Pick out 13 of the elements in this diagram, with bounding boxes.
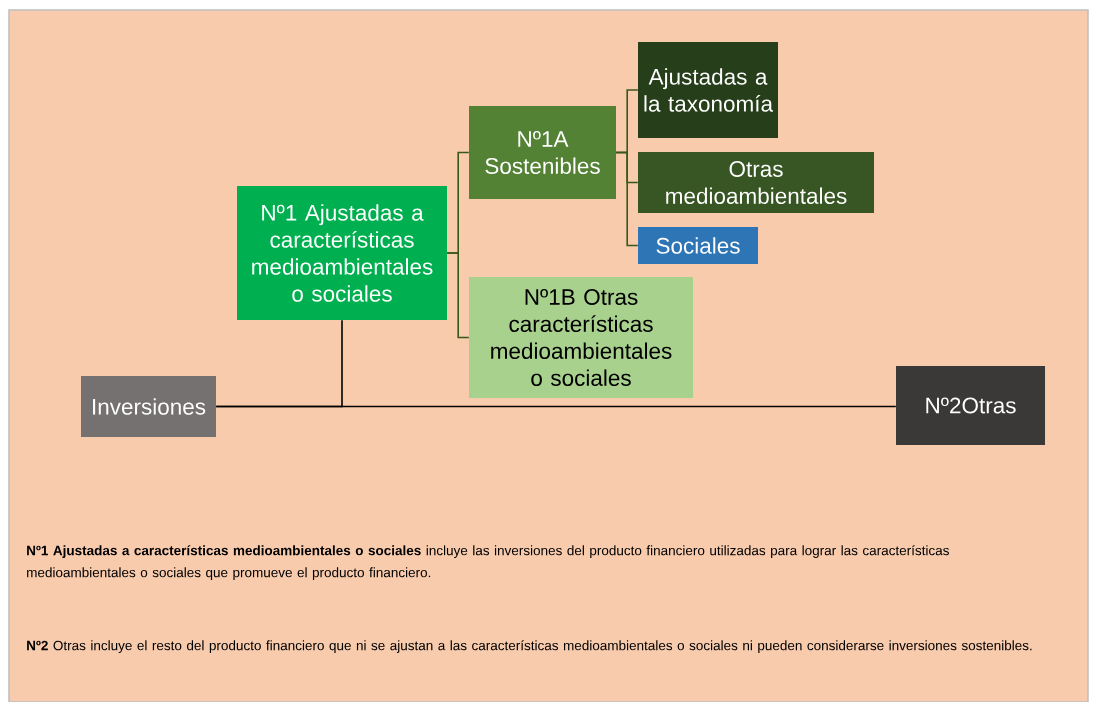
process-box: Nº1B Otras características medioambientales o sociales <box>469 277 693 398</box>
connector-line <box>215 405 897 408</box>
connector-line <box>446 252 470 339</box>
process-box: Inversiones <box>81 376 216 437</box>
process-box: Sociales <box>638 227 758 264</box>
connector-line <box>615 151 639 247</box>
process-box: Otras medioambientales <box>638 152 874 213</box>
note-text: Nº2 Otras incluye el resto del producto financiero que ni se ajustan a las características medioambientales o sociales ni pueden considerarse inversiones sostenibles. <box>27 640 1032 653</box>
process-box: Nº2Otras <box>896 366 1045 445</box>
process-box: Nº1A Sostenibles <box>469 106 616 199</box>
process-box: Nº1 Ajustadas a características medioambientales o sociales <box>237 186 447 320</box>
note-text: Nº1 Ajustadas a características medioambientales o sociales incluye las inversiones del producto financiero utilizadas para lograr las características medioambientales o sociales que promueve el producto financiero. <box>27 545 949 580</box>
process-box: Ajustadas a la taxonomía <box>638 42 778 138</box>
